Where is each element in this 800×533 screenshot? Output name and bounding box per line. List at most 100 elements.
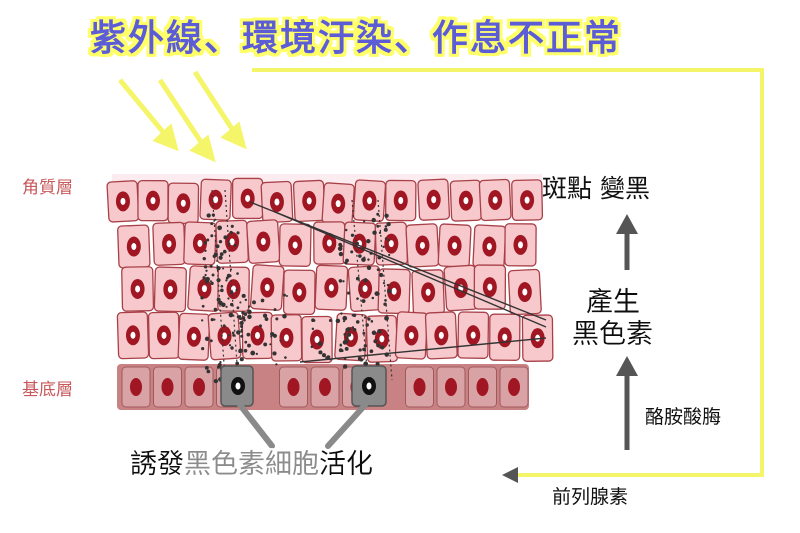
melanin-granule [356,297,359,300]
nucleus-highlight [463,197,469,205]
nucleus-highlight [326,239,332,247]
melanin-granule [376,268,380,272]
melanin-granule [264,317,269,322]
basal-nucleus [319,378,331,396]
melanin-granule [236,231,240,235]
melanin-granule [216,265,221,271]
nucleus-highlight [522,288,528,296]
melanin-granule [345,336,349,340]
melanin-granule [218,255,223,260]
melanin-granule [255,352,258,355]
melanin-granule [273,308,277,312]
melanin-granule [376,343,381,348]
melanin-granule [262,313,268,318]
melanin-granule [203,241,208,245]
up-arrow-to-result [616,214,638,270]
melanin-granule [236,272,239,275]
melanin-granule [344,228,348,232]
nucleus-highlight [260,238,266,246]
melanin-granule [223,235,228,240]
melanin-granule [236,330,241,335]
melanin-granule [328,318,332,322]
melanin-granule [376,212,380,216]
melanin-granule [321,353,327,358]
melanin-granule [363,256,366,259]
melanin-granule [275,317,279,321]
melanin-granule [201,304,205,308]
melanin-granule [380,345,385,350]
melanin-granule [200,296,204,300]
melanin-granule [230,224,234,228]
nucleus-highlight [486,243,492,251]
melanin-granule [206,369,211,374]
melanin-granule [355,276,360,281]
melanin-granule [216,365,221,369]
melanin-granule [382,281,386,285]
nucleus-highlight [419,241,425,249]
melanin-granule [269,343,272,346]
basal-nucleus [508,378,520,396]
melanin-granule [366,265,372,271]
melanin-granule [285,294,288,298]
stratum-corneum-label: 角質層 [22,178,73,198]
basal-layer-label: 基底層 [22,380,73,400]
nucleus-highlight [314,336,320,344]
melanin-granule [236,306,240,310]
basal-nucleus [476,378,489,396]
melanin-granule [240,328,243,331]
feedback-arrowhead [502,467,518,483]
nucleus-highlight [135,285,141,293]
melanin-granule [344,339,349,344]
melanin-granule [225,279,228,282]
nucleus-highlight [379,335,385,343]
melanin-granule [362,331,366,335]
melanin-granule [310,345,314,348]
nucleus-highlight [229,238,235,246]
melanin-granule [373,339,378,344]
melanin-granule [247,305,251,308]
melanin-granule [387,288,392,294]
nucleus-highlight [388,240,394,248]
cell-grid [106,177,554,408]
melanin-granule [235,361,240,366]
melanin-granule [204,273,207,277]
melanin-granule [279,339,282,342]
melanin-granule [347,332,352,337]
melanin-granule [344,346,349,351]
nucleus-highlight [180,199,186,207]
nucleus-highlight [201,285,207,293]
up-arrow-to-melanin [616,356,638,450]
melanin-granule [205,276,210,282]
nucleus-highlight [366,197,372,205]
nucleus-highlight [517,241,523,249]
melanin-granule [374,291,380,296]
melanin-granule [231,331,235,335]
melanin-granule [383,227,388,232]
nucleus-highlight [398,197,404,205]
melanin-granule [252,300,256,305]
nucleus-highlight [283,334,289,342]
melanin-granule [375,362,380,367]
melanin-granule [220,288,224,293]
melanin-granule [241,293,246,298]
melanin-granule [219,361,222,364]
nucleus-highlight [222,332,228,340]
melanin-granule [210,317,214,322]
melanocyte-callouts [237,402,368,449]
melanin-granule [347,291,351,295]
activation-prefix: 誘發 [130,449,184,480]
melanin-granule [201,347,205,351]
trigger-title: 紫外線、環境汙染、作息不正常 [90,18,622,59]
melanin-granule [358,254,362,258]
nucleus-highlight [167,285,173,293]
melanin-granule [350,233,355,237]
melanin-granule [317,341,323,347]
produce-label: 產生 [586,287,640,318]
nucleus-highlight [438,331,444,339]
nucleus-highlight [150,197,156,205]
nucleus-highlight [408,331,414,339]
melanin-granule [203,265,208,269]
melanin-granule [282,314,287,319]
melanin-granule [384,315,389,321]
uv-ray-arrows [118,70,247,163]
